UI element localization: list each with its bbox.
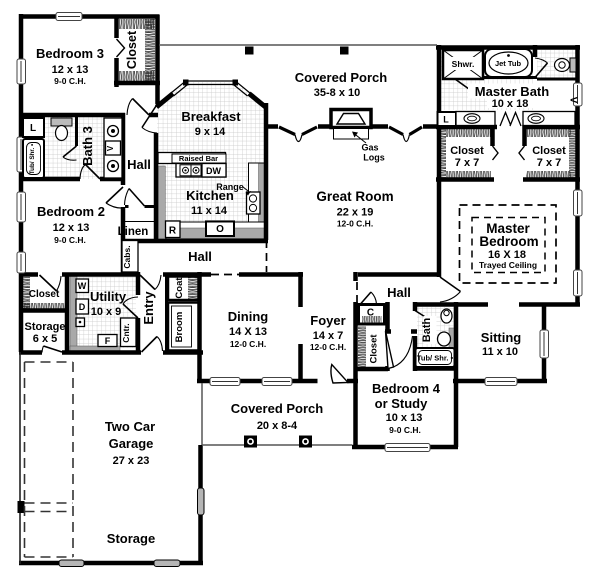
- svg-text:Closet: Closet: [450, 145, 484, 157]
- svg-text:Logs: Logs: [363, 153, 385, 163]
- svg-text:Bath: Bath: [421, 318, 433, 343]
- svg-text:Bedroom 2: Bedroom 2: [37, 204, 105, 219]
- svg-text:Broom: Broom: [174, 312, 185, 343]
- svg-text:F: F: [105, 336, 111, 346]
- svg-text:12 x 13: 12 x 13: [52, 64, 89, 76]
- svg-text:Master Bath: Master Bath: [475, 84, 549, 99]
- svg-text:7 x 7: 7 x 7: [455, 157, 479, 169]
- svg-text:11 x 14: 11 x 14: [191, 205, 228, 217]
- svg-text:Closet: Closet: [532, 145, 566, 157]
- svg-text:Bath 3: Bath 3: [80, 126, 95, 166]
- svg-text:9-0 C.H.: 9-0 C.H.: [54, 235, 86, 245]
- svg-text:Entry: Entry: [141, 291, 156, 325]
- svg-text:35-8 x 10: 35-8 x 10: [314, 87, 360, 99]
- svg-text:Jet Tub: Jet Tub: [495, 59, 522, 68]
- svg-text:Coat: Coat: [174, 277, 185, 299]
- svg-text:Two Car: Two Car: [105, 419, 155, 434]
- svg-text:9 x 14: 9 x 14: [195, 126, 226, 138]
- svg-text:10 x 9: 10 x 9: [91, 306, 122, 318]
- svg-text:Raised Bar: Raised Bar: [179, 154, 218, 163]
- svg-text:W: W: [78, 281, 87, 291]
- svg-text:R: R: [169, 226, 177, 237]
- svg-text:12 x 13: 12 x 13: [53, 222, 90, 234]
- svg-text:Great Room: Great Room: [316, 189, 393, 204]
- svg-text:Trayed Ceiling: Trayed Ceiling: [479, 260, 537, 270]
- svg-text:22 x 19: 22 x 19: [337, 207, 374, 219]
- svg-text:Closet: Closet: [369, 334, 380, 364]
- svg-text:Covered Porch: Covered Porch: [231, 401, 324, 416]
- svg-text:Bedroom 4: Bedroom 4: [372, 381, 441, 396]
- svg-text:11 x 10: 11 x 10: [482, 346, 518, 358]
- svg-text:Storage: Storage: [107, 531, 155, 546]
- svg-text:L: L: [443, 115, 449, 125]
- svg-text:V: V: [568, 97, 579, 104]
- svg-text:Tub/ Shr. •: Tub/ Shr. •: [417, 354, 454, 363]
- svg-text:Covered Porch: Covered Porch: [295, 70, 388, 85]
- svg-text:Gas: Gas: [361, 143, 378, 153]
- svg-text:Sitting: Sitting: [481, 330, 521, 345]
- svg-text:20 x 8-4: 20 x 8-4: [257, 420, 298, 432]
- svg-text:Tub/ Shr. •: Tub/ Shr. •: [29, 144, 36, 174]
- svg-text:9-0 C.H.: 9-0 C.H.: [54, 76, 86, 86]
- svg-text:Hall: Hall: [387, 285, 411, 300]
- svg-text:Closet: Closet: [29, 289, 60, 300]
- svg-text:12-0 C.H.: 12-0 C.H.: [230, 339, 266, 349]
- svg-text:L: L: [30, 123, 36, 134]
- svg-text:Utility: Utility: [90, 289, 127, 304]
- svg-text:O: O: [216, 224, 224, 235]
- svg-text:Bedroom 3: Bedroom 3: [36, 46, 104, 61]
- svg-text:Closet: Closet: [125, 30, 139, 69]
- svg-text:Kitchen: Kitchen: [186, 188, 234, 203]
- svg-text:Hall: Hall: [188, 249, 212, 264]
- svg-text:10 x 18: 10 x 18: [492, 98, 529, 110]
- svg-text:Garage: Garage: [109, 436, 154, 451]
- svg-text:Cntr.: Cntr.: [121, 323, 131, 342]
- svg-text:DW: DW: [206, 166, 221, 176]
- svg-text:Shwr.: Shwr.: [452, 59, 475, 69]
- svg-text:or Study: or Study: [375, 396, 428, 411]
- svg-text:Master: Master: [486, 221, 530, 236]
- svg-text:6 x 5: 6 x 5: [33, 333, 57, 345]
- svg-text:14 x 7: 14 x 7: [313, 330, 344, 342]
- svg-text:Foyer: Foyer: [310, 313, 345, 328]
- svg-text:27 x 23: 27 x 23: [113, 455, 150, 467]
- svg-text:Dining: Dining: [228, 309, 268, 324]
- svg-text:12-0 C.H.: 12-0 C.H.: [310, 342, 346, 352]
- svg-text:C: C: [367, 308, 374, 319]
- svg-text:10 x 13: 10 x 13: [386, 412, 423, 424]
- svg-text:D: D: [79, 302, 86, 312]
- svg-text:16 X 18: 16 X 18: [488, 249, 526, 261]
- svg-text:Cabs.: Cabs.: [122, 245, 132, 268]
- svg-text:Hall: Hall: [127, 157, 151, 172]
- svg-text:7 x 7: 7 x 7: [537, 157, 561, 169]
- svg-text:12-0 C.H.: 12-0 C.H.: [337, 219, 373, 229]
- svg-text:V: V: [106, 145, 115, 151]
- svg-text:Linen: Linen: [118, 226, 149, 238]
- svg-text:Breakfast: Breakfast: [181, 109, 241, 124]
- svg-text:9-0 C.H.: 9-0 C.H.: [389, 425, 421, 435]
- svg-text:Storage: Storage: [25, 321, 66, 333]
- svg-text:14 X 13: 14 X 13: [229, 326, 267, 338]
- svg-text:Bedroom: Bedroom: [479, 234, 538, 249]
- svg-text:Range: Range: [216, 182, 244, 192]
